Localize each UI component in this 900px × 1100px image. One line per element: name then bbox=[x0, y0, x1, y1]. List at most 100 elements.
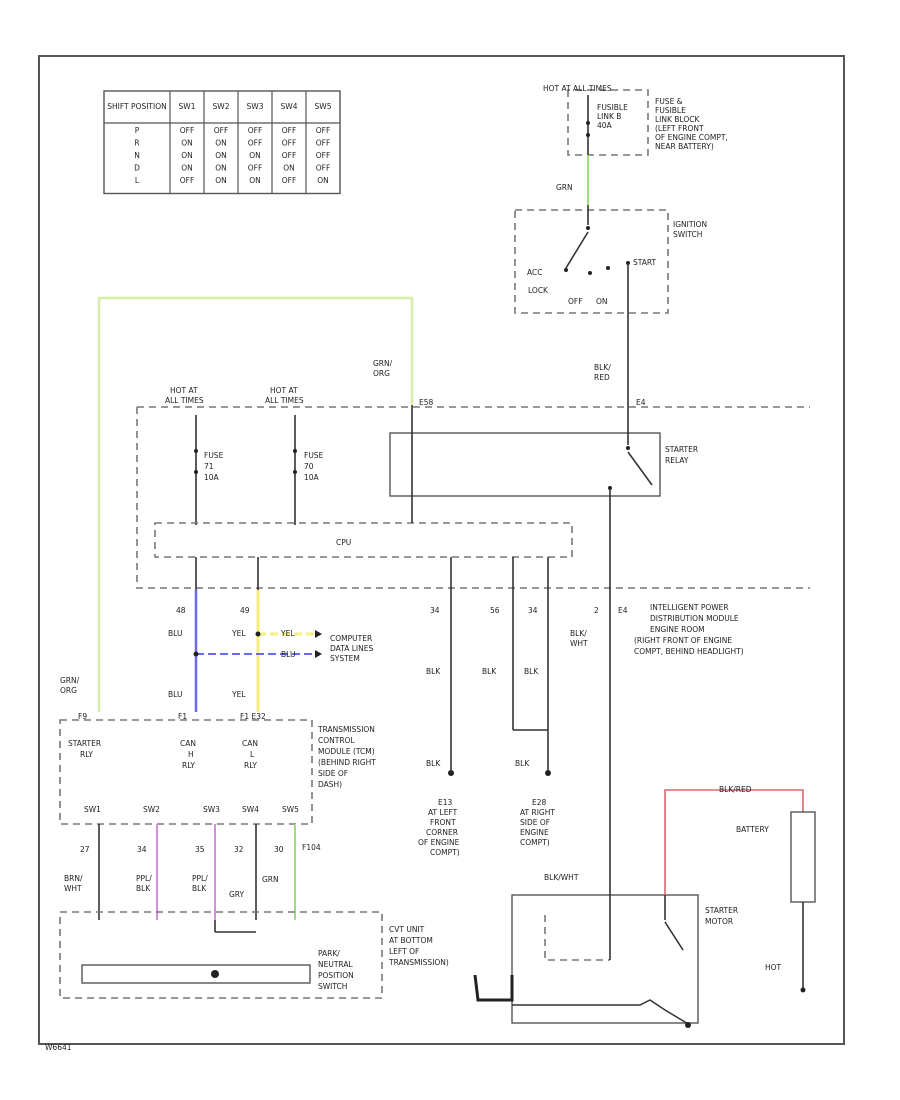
cpu-box: CPU bbox=[154, 488, 611, 880]
label-hot-all-times: HOT AT ALL TIMES bbox=[543, 84, 612, 93]
table-header-cell: SW3 bbox=[247, 102, 264, 111]
table-cell: OFF bbox=[180, 176, 195, 185]
table-cell: OFF bbox=[316, 151, 331, 160]
label-start: START bbox=[633, 258, 657, 267]
label-blu-3: BLU bbox=[281, 650, 295, 659]
table-cell: ON bbox=[249, 151, 261, 160]
label-blk-2: BLK bbox=[482, 667, 497, 676]
label-grn-2: GRN bbox=[262, 875, 279, 884]
pin-27: 27 bbox=[80, 845, 90, 854]
label-blu-2: BLU bbox=[168, 690, 182, 699]
pin-34b: 34 bbox=[528, 606, 538, 615]
label-blk-red-battery: BLK/RED bbox=[719, 785, 752, 794]
pin-34a: 34 bbox=[430, 606, 440, 615]
ipdm-box bbox=[136, 406, 810, 589]
label-yel-1: YEL bbox=[231, 629, 246, 638]
label-blk-5: BLK bbox=[515, 759, 530, 768]
pnp-wires: 27 34 35 32 30 BRN/WHT PPL/BLK PPL/BLK G… bbox=[64, 824, 321, 920]
table-cell: ON bbox=[215, 176, 227, 185]
table-header-cell: SW2 bbox=[213, 102, 230, 111]
label-gry: GRY bbox=[229, 890, 245, 899]
label-grn-org-top: GRN/ORG bbox=[373, 359, 393, 378]
label-lock: LOCK bbox=[528, 286, 549, 295]
table-cell: ON bbox=[181, 164, 193, 173]
table-cell: OFF bbox=[316, 139, 331, 148]
ground-wires: 34 56 34 2 E4 BLK BLK BLK BLK BLK BLK/WH… bbox=[418, 557, 628, 857]
label-blk-4: BLK bbox=[426, 759, 441, 768]
label-hot: HOT bbox=[765, 963, 782, 972]
table-cell: ON bbox=[215, 164, 227, 173]
table-header-cell: SHIFT POSITION bbox=[107, 102, 166, 111]
label-grn-org-left: GRN/ORG bbox=[60, 676, 80, 695]
pin-f2: F1 bbox=[178, 712, 187, 721]
table-cell: OFF bbox=[282, 139, 297, 148]
diagram-frame bbox=[38, 55, 845, 1045]
pin-35: 35 bbox=[195, 845, 205, 854]
label-off: OFF bbox=[568, 297, 583, 306]
table-cell: ON bbox=[317, 176, 329, 185]
pin-f3: F1 E32 bbox=[240, 712, 266, 721]
pin-32: 32 bbox=[234, 845, 244, 854]
label-blk-wht-motor: BLK/WHT bbox=[544, 873, 579, 882]
table-cell: ON bbox=[181, 139, 193, 148]
table-cell: OFF bbox=[248, 139, 263, 148]
table-cell: OFF bbox=[180, 126, 195, 135]
table-cell: ON bbox=[215, 151, 227, 160]
label-on: ON bbox=[596, 297, 608, 306]
pin-2: 2 bbox=[594, 606, 599, 615]
label-blk-1: BLK bbox=[426, 667, 441, 676]
pin-48a: 48 bbox=[176, 606, 186, 615]
label-grn: GRN bbox=[556, 183, 573, 192]
table-cell: D bbox=[134, 164, 140, 173]
label-blk-red: BLK/RED bbox=[594, 363, 611, 382]
table-cell: OFF bbox=[316, 164, 331, 173]
table-cell: OFF bbox=[282, 151, 297, 160]
table-cell: ON bbox=[283, 164, 295, 173]
shift-position-table: SHIFT POSITIONPRNDLSW1OFFONONONOFFSW2OFF… bbox=[103, 90, 341, 195]
table-cell: ON bbox=[181, 151, 193, 160]
pin-e4: E4 bbox=[636, 398, 646, 407]
label-blu-1: BLU bbox=[168, 629, 182, 638]
table-cell: ON bbox=[215, 139, 227, 148]
table-cell: N bbox=[134, 151, 140, 160]
label-ppl-blk-2: PPL/BLK bbox=[192, 874, 208, 893]
label-yel-2: YEL bbox=[231, 690, 246, 699]
table-cell: OFF bbox=[248, 126, 263, 135]
label-blk-wht: BLK/WHT bbox=[570, 629, 588, 648]
pin-e58: E58 bbox=[419, 398, 434, 407]
footer-code: W6641 bbox=[45, 1043, 72, 1052]
label-ppl-blk-1: PPL/BLK bbox=[136, 874, 152, 893]
pin-48b: 49 bbox=[240, 606, 250, 615]
table-cell: R bbox=[134, 139, 139, 148]
pin-56: 56 bbox=[490, 606, 500, 615]
pin-f9: F9 bbox=[78, 712, 87, 721]
label-blk-3: BLK bbox=[524, 667, 539, 676]
pin-e4b: E4 bbox=[618, 606, 628, 615]
